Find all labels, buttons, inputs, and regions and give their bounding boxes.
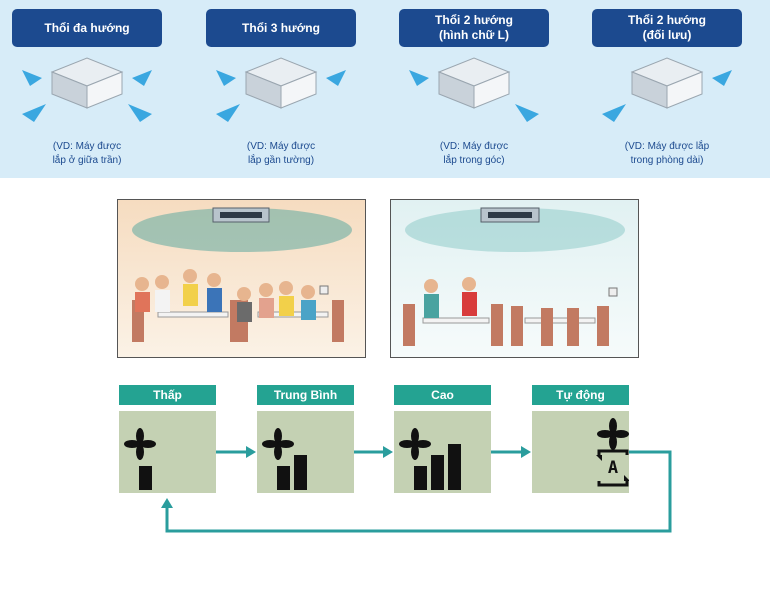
- scene-crowded-room: [117, 199, 366, 358]
- fan-mode-label-low: Thấp: [119, 385, 216, 405]
- airflow-card-title: Thổi 3 hướng: [206, 9, 356, 47]
- airflow-card-note: (VD: Máy được lắp trong góc): [439, 141, 509, 166]
- airflow-card-2way-l: Thổi 2 hướng (hình chữ L) (VD: Máy được …: [399, 0, 549, 178]
- fan-speed-medium-icon: [262, 428, 307, 490]
- fan-mode-label-auto: Tự động: [532, 385, 629, 405]
- airflow-card-note: (VD: Máy được lắp trong phòng dài): [624, 141, 710, 166]
- cassette-unit-opposite-flow-icon: [602, 57, 732, 122]
- airflow-card-2way-opposite: Thổi 2 hướng (đối lưu) (VD: Máy được lắp…: [592, 0, 742, 178]
- cassette-unit-l-shape-icon: [409, 57, 539, 122]
- crowded-room-illustration: [118, 200, 365, 357]
- fan-mode-panel-low: [119, 411, 216, 493]
- fan-mode-panel-medium: [257, 411, 354, 493]
- airflow-card-note: (VD: Máy được lắp gần tường): [246, 141, 316, 166]
- fan-mode-panel-auto: A: [532, 411, 630, 493]
- airflow-card-3way: Thổi 3 hướng (VD: Máy được lắp gần tường…: [206, 0, 356, 178]
- airflow-card-note: (VD: Máy được lắp ở giữa trần): [52, 141, 122, 166]
- fan-auto-icon: [596, 418, 630, 487]
- auto-symbol: A: [607, 458, 619, 478]
- scene-sparse-room: [390, 199, 639, 358]
- arrow-auto-to-low: [165, 450, 672, 533]
- cassette-unit-multi-direction-icon: [22, 57, 152, 122]
- sparse-room-illustration: [391, 200, 638, 357]
- cassette-unit-three-direction-icon: [216, 57, 346, 122]
- airflow-card-title: Thổi đa hướng: [12, 9, 162, 47]
- airflow-card-title: Thổi 2 hướng (đối lưu): [592, 9, 742, 47]
- airflow-card-multi: Thổi đa hướng (VD: Máy được lắp ở giữa t…: [12, 0, 162, 178]
- fan-speed-high-icon: [399, 428, 461, 490]
- fan-speed-low-icon: [124, 428, 156, 490]
- fan-mode-label-medium: Trung Bình: [257, 385, 354, 405]
- fan-mode-label-high: Cao: [394, 385, 491, 405]
- airflow-card-title: Thổi 2 hướng (hình chữ L): [399, 9, 549, 47]
- fan-mode-panel-high: [394, 411, 491, 493]
